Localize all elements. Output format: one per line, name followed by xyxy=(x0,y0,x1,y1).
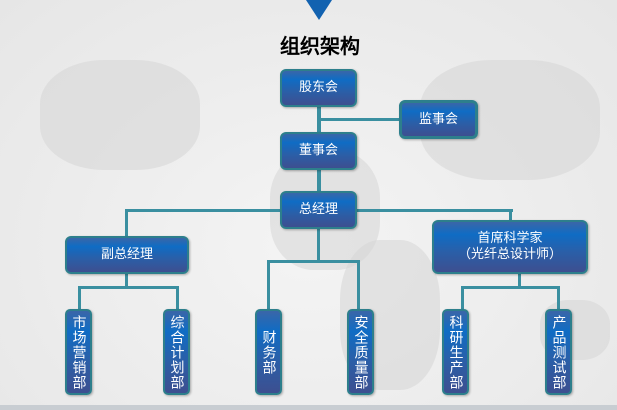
connector-line xyxy=(267,260,270,310)
node-testing: 产品测试部 xyxy=(545,309,572,395)
node-board: 董事会 xyxy=(280,132,357,170)
connector-line xyxy=(461,286,464,310)
connector-line xyxy=(267,260,360,263)
node-marketing: 市场营销部 xyxy=(65,309,92,395)
connector-line xyxy=(518,273,521,288)
page-title: 组织架构 xyxy=(280,34,360,58)
node-sublabel: （光纤总设计师） xyxy=(457,247,562,262)
connector-line xyxy=(357,260,360,310)
connector-line xyxy=(317,228,320,262)
triangle-marker-icon xyxy=(306,0,332,20)
node-supervisors: 监事会 xyxy=(399,100,478,139)
bottom-bar xyxy=(0,405,617,410)
world-map-background xyxy=(40,60,200,170)
connector-line xyxy=(176,286,179,310)
node-rnd: 科研生产部 xyxy=(442,309,469,395)
connector-line xyxy=(319,118,401,121)
node-planning: 综合计划部 xyxy=(163,309,190,395)
node-finance: 财务部 xyxy=(255,309,282,395)
connector-line xyxy=(78,286,81,310)
node-shareholders: 股东会 xyxy=(280,69,357,107)
connector-line xyxy=(557,286,560,310)
connector-line xyxy=(78,286,179,289)
node-chief-scientist: 首席科学家 （光纤总设计师） xyxy=(432,220,588,274)
node-label: 首席科学家 xyxy=(477,231,543,246)
connector-line xyxy=(461,286,560,289)
node-deputy-gm: 副总经理 xyxy=(65,236,189,274)
node-general-manager: 总经理 xyxy=(280,191,357,229)
node-quality: 安全质量部 xyxy=(347,309,374,395)
connector-line xyxy=(509,209,512,221)
connector-line xyxy=(125,209,128,237)
connector-line xyxy=(125,273,128,288)
